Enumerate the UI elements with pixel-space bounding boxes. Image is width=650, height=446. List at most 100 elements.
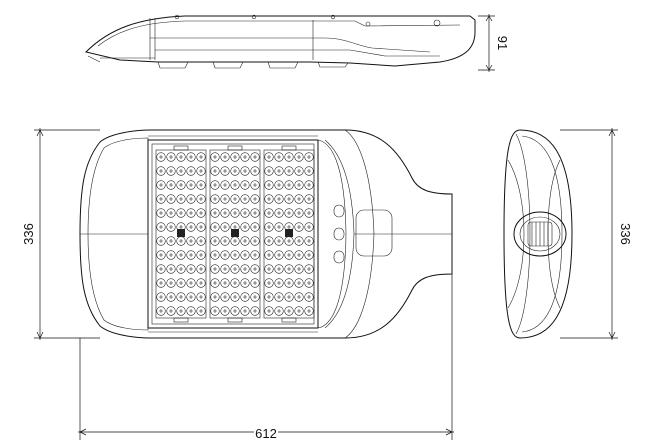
- led-lens: [240, 194, 250, 204]
- led-lens: [186, 222, 196, 232]
- led-lens: [240, 250, 250, 260]
- led-lens: [220, 194, 230, 204]
- led-lens: [294, 264, 304, 274]
- led-lens: [304, 208, 314, 218]
- end-view: 336: [503, 128, 633, 340]
- led-lens: [230, 194, 240, 204]
- led-lens: [210, 292, 220, 302]
- led-lens: [220, 222, 230, 232]
- led-lens: [274, 152, 284, 162]
- led-lens: [176, 166, 186, 176]
- led-lens: [274, 264, 284, 274]
- led-lens: [230, 278, 240, 288]
- led-lens: [166, 250, 176, 260]
- led-lens: [304, 236, 314, 246]
- led-lens: [166, 222, 176, 232]
- led-lens: [230, 306, 240, 316]
- led-lens: [240, 222, 250, 232]
- led-lens: [304, 194, 314, 204]
- led-lens: [166, 180, 176, 190]
- led-lens: [294, 166, 304, 176]
- led-lens: [250, 194, 260, 204]
- led-lens: [186, 208, 196, 218]
- slot-middle: [333, 227, 345, 241]
- led-lens: [304, 222, 314, 232]
- led-lens: [220, 236, 230, 246]
- side-view: 91: [85, 14, 510, 72]
- led-lens: [156, 292, 166, 302]
- led-lens: [166, 236, 176, 246]
- led-lens: [250, 292, 260, 302]
- led-lens: [230, 264, 240, 274]
- led-lens: [210, 236, 220, 246]
- led-lens: [274, 208, 284, 218]
- led-lens: [304, 306, 314, 316]
- led-lens: [196, 152, 206, 162]
- led-lens: [186, 194, 196, 204]
- led-lens: [274, 236, 284, 246]
- led-lens: [250, 208, 260, 218]
- led-lens: [196, 250, 206, 260]
- led-lens: [304, 250, 314, 260]
- slot-bottom: [333, 250, 345, 264]
- led-lens: [166, 292, 176, 302]
- led-lens: [274, 222, 284, 232]
- led-lens: [156, 208, 166, 218]
- led-lens: [304, 264, 314, 274]
- led-lens: [220, 166, 230, 176]
- led-lens: [230, 180, 240, 190]
- led-lens: [230, 208, 240, 218]
- led-lens: [284, 208, 294, 218]
- mounting-hub: [513, 211, 567, 257]
- led-lens: [196, 306, 206, 316]
- led-lens: [240, 180, 250, 190]
- led-lens: [196, 208, 206, 218]
- led-lens: [294, 250, 304, 260]
- led-lens: [220, 152, 230, 162]
- led-lens: [176, 180, 186, 190]
- slot-top: [333, 204, 345, 218]
- led-lens: [196, 222, 206, 232]
- led-lens: [294, 180, 304, 190]
- led-lens: [240, 208, 250, 218]
- led-lens: [156, 250, 166, 260]
- led-lens: [220, 292, 230, 302]
- led-lens: [284, 152, 294, 162]
- led-lens: [264, 208, 274, 218]
- led-chip: [285, 229, 293, 237]
- led-lens: [294, 222, 304, 232]
- led-lens: [186, 250, 196, 260]
- led-lens: [176, 278, 186, 288]
- led-lens: [294, 208, 304, 218]
- led-lens: [156, 152, 166, 162]
- led-lens: [186, 236, 196, 246]
- led-lens: [250, 236, 260, 246]
- led-lens: [264, 292, 274, 302]
- led-lens: [294, 278, 304, 288]
- led-chip: [231, 229, 239, 237]
- dimension-height: 91: [495, 36, 510, 50]
- led-lens: [250, 222, 260, 232]
- led-lens: [196, 278, 206, 288]
- led-lens: [196, 180, 206, 190]
- led-lens: [186, 180, 196, 190]
- led-lens: [264, 250, 274, 260]
- led-lens: [264, 222, 274, 232]
- led-lens: [240, 152, 250, 162]
- led-lens: [156, 194, 166, 204]
- led-lens: [240, 292, 250, 302]
- led-lens: [156, 166, 166, 176]
- dimension-width-left: 336: [21, 223, 36, 245]
- top-view: 336 612: [21, 128, 454, 443]
- led-lens: [304, 180, 314, 190]
- led-lens: [264, 166, 274, 176]
- led-lens: [176, 306, 186, 316]
- led-lens: [274, 278, 284, 288]
- led-lens: [250, 278, 260, 288]
- led-lens: [210, 194, 220, 204]
- led-lens: [220, 264, 230, 274]
- side-view-outline: [85, 15, 476, 67]
- led-lens: [250, 166, 260, 176]
- led-module: [209, 145, 261, 323]
- led-lens: [220, 278, 230, 288]
